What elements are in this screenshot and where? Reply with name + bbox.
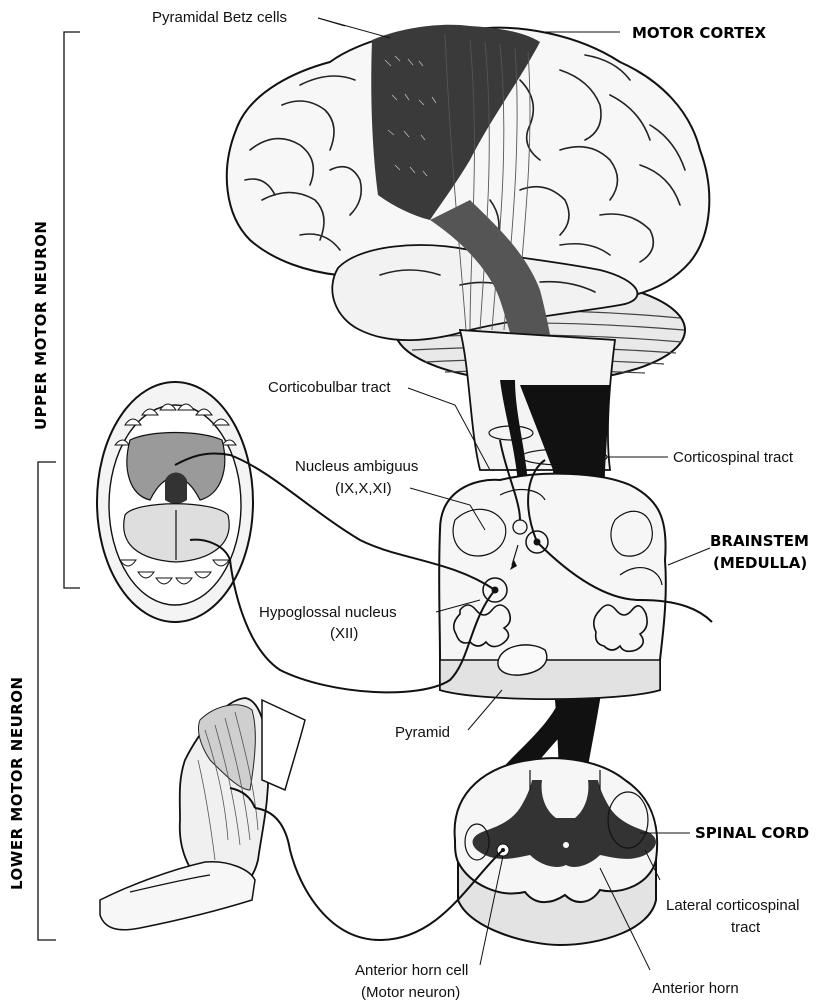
mouth-illustration	[97, 382, 253, 622]
header-medulla: (MEDULLA)	[713, 554, 807, 572]
label-lateral-corticospinal-sub: tract	[731, 919, 761, 936]
bracket-upper-motor-neuron	[64, 32, 80, 588]
spinal-cord-section	[455, 758, 658, 945]
label-pyramid: Pyramid	[395, 724, 450, 741]
label-motor-neuron: (Motor neuron)	[361, 984, 460, 1001]
header-lower-motor-neuron: LOWER MOTOR NEURON	[8, 676, 26, 890]
label-nucleus-ambiguus-sub: (IX,X,XI)	[335, 480, 392, 497]
header-motor-cortex: MOTOR CORTEX	[632, 24, 767, 42]
label-anterior-horn-cell: Anterior horn cell	[355, 962, 468, 979]
header-upper-motor-neuron: UPPER MOTOR NEURON	[32, 221, 50, 430]
medulla-section	[439, 474, 666, 699]
label-hypoglossal-nucleus: Hypoglossal nucleus	[259, 604, 397, 621]
bracket-lower-motor-neuron	[38, 462, 56, 940]
label-anterior-horn: Anterior horn	[652, 980, 739, 997]
header-spinal-cord: SPINAL CORD	[695, 824, 809, 842]
brain-illustration	[227, 25, 710, 470]
header-brainstem: BRAINSTEM	[710, 532, 809, 550]
label-pyramidal-betz-cells: Pyramidal Betz cells	[152, 9, 287, 26]
label-lateral-corticospinal: Lateral corticospinal	[666, 897, 799, 914]
label-corticobulbar-tract: Corticobulbar tract	[268, 379, 391, 396]
arm-illustration	[100, 698, 305, 930]
label-hypoglossal-nucleus-sub: (XII)	[330, 625, 358, 642]
label-nucleus-ambiguus: Nucleus ambiguus	[295, 458, 418, 475]
label-corticospinal-tract: Corticospinal tract	[673, 449, 794, 466]
